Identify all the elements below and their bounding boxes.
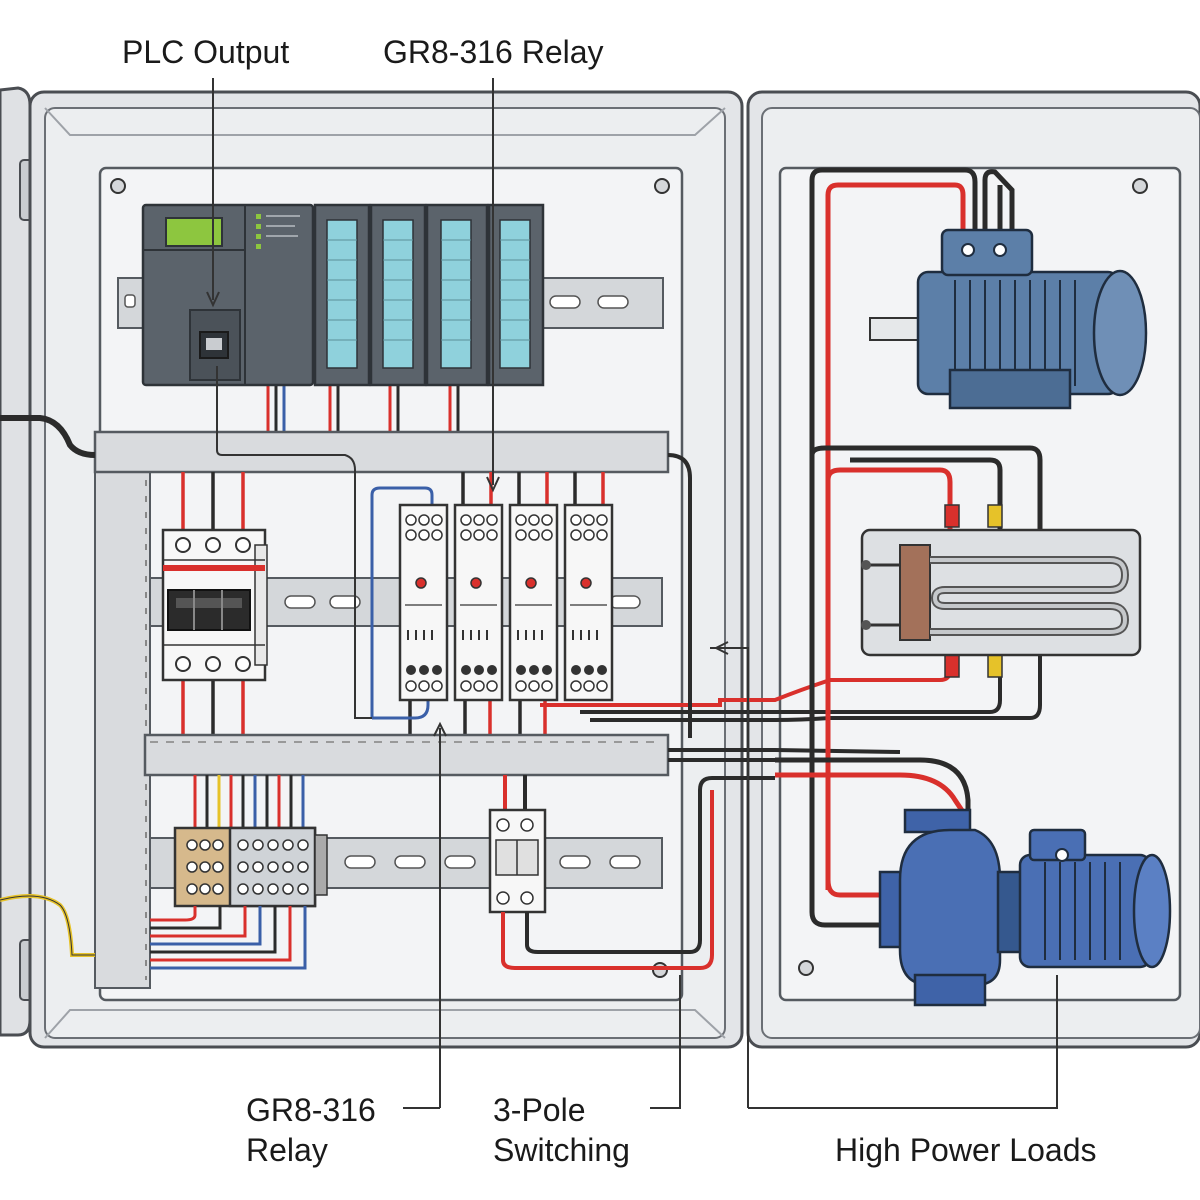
lower-wire-duct (143, 733, 670, 777)
label-switching-line2: Switching (493, 1132, 630, 1168)
cable-marker (944, 654, 960, 678)
io-module-3 (425, 203, 489, 387)
heater-icon (860, 528, 1142, 657)
io-module-1 (313, 203, 371, 387)
label-switching-line1: 3-Pole (493, 1092, 586, 1128)
upper-wire-duct (93, 430, 670, 474)
label-relay-top: GR8-316 Relay (383, 34, 604, 70)
plc-output-wires (266, 385, 460, 432)
terminal-block (150, 775, 328, 970)
supply-cable (0, 415, 96, 458)
signal-wire (370, 486, 434, 720)
io-module-4 (487, 203, 545, 387)
cable-marker (944, 504, 960, 528)
label-three-pole-switching: 3-Pole Switching (493, 1090, 630, 1170)
relay-icon (398, 503, 449, 702)
circuit-breaker (161, 528, 268, 682)
label-relay-bottom-line2: Relay (246, 1132, 328, 1168)
label-high-power-loads: High Power Loads (835, 1132, 1097, 1168)
right-enclosure-wires (775, 167, 1043, 928)
relay-icon (563, 503, 614, 702)
label-relay-bottom: GR8-316 Relay (246, 1090, 376, 1170)
io-module-2 (369, 203, 427, 387)
plc-cpu (141, 203, 315, 387)
label-relay-bottom-line1: GR8-316 (246, 1092, 376, 1128)
three-pole-switch (488, 775, 775, 970)
relay-icon (453, 503, 504, 702)
relay-icon (508, 503, 559, 702)
plc-io-modules (313, 203, 545, 387)
vertical-wire-duct (94, 469, 151, 989)
relay-feed-wires (181, 472, 605, 735)
motor-icon (869, 228, 1148, 410)
cable-marker (987, 654, 1003, 678)
callout-leaders (206, 78, 1058, 1109)
label-plc-output: PLC Output (122, 34, 290, 70)
cable-marker (987, 504, 1003, 528)
load-wires (540, 453, 1042, 762)
relay-bank (398, 503, 614, 702)
pump-icon (878, 808, 1172, 1007)
